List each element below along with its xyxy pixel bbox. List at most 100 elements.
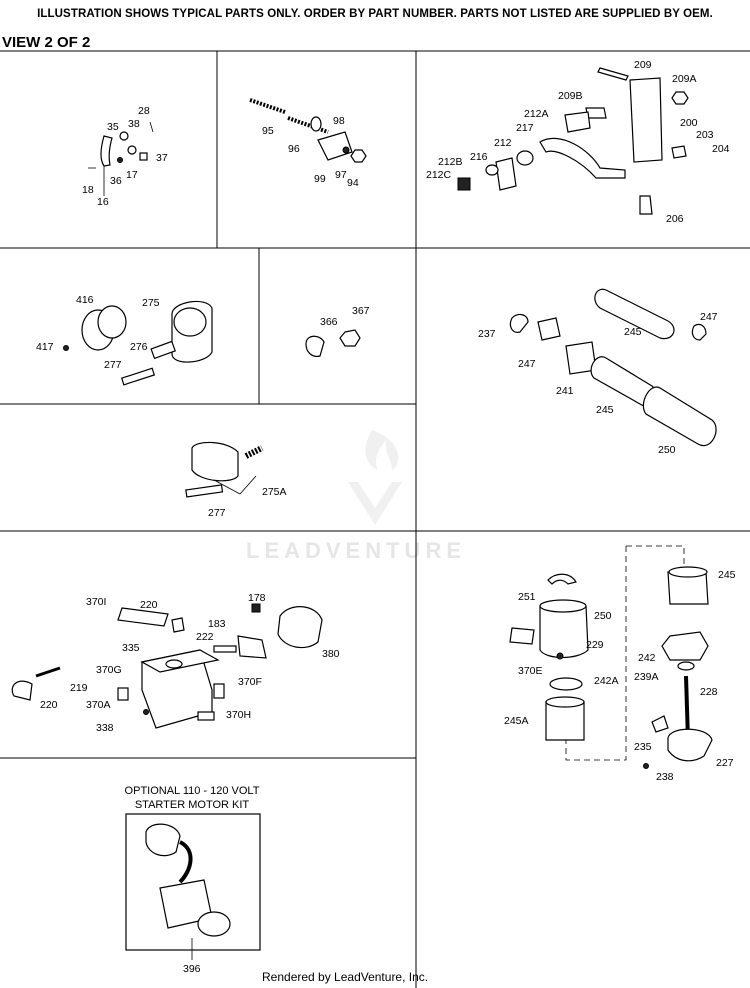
bracket-99 — [317, 131, 353, 161]
label-209a: 209A — [672, 73, 697, 85]
decal-370i — [117, 607, 169, 627]
label-217: 217 — [516, 122, 534, 134]
filter-top-245 — [594, 288, 675, 340]
label-276: 276 — [130, 341, 148, 353]
label-275a: 275A — [262, 486, 287, 498]
spring-95 — [249, 98, 286, 114]
label-229: 229 — [586, 639, 604, 651]
filter-bowl-250 — [539, 605, 589, 659]
label-370f: 370F — [238, 676, 262, 688]
label-335: 335 — [122, 642, 140, 654]
label-96: 96 — [288, 143, 300, 155]
label-203: 203 — [696, 129, 714, 141]
label-95: 95 — [262, 125, 274, 137]
carburetor-380 — [277, 606, 323, 649]
label-366: 366 — [320, 316, 338, 328]
label-370h: 370H — [226, 709, 251, 721]
panel-governor-parts: 28 35 38 37 17 36 18 16 — [82, 105, 168, 208]
label-242: 242 — [638, 652, 656, 664]
label-245-top: 245 — [624, 326, 642, 338]
label-247-top: 247 — [700, 311, 718, 323]
label-18: 18 — [82, 184, 94, 196]
label-416: 416 — [76, 294, 94, 306]
label-36: 36 — [110, 175, 122, 187]
label-370a: 370A — [86, 699, 111, 711]
label-338: 338 — [96, 722, 114, 734]
label-99: 99 — [314, 173, 326, 185]
clip-206 — [639, 195, 653, 215]
control-bracket-200 — [629, 77, 663, 163]
label-38: 38 — [128, 118, 140, 130]
label-277-guard: 277 — [208, 507, 226, 519]
footer-credit: Rendered by LeadVenture, Inc. — [262, 970, 429, 984]
governor-lever — [100, 135, 113, 167]
panel-carburetor-fuel-tank: 178 370I 220 183 222 380 335 370G 219 37… — [11, 592, 340, 734]
label-245: 245 — [596, 404, 614, 416]
view-label: VIEW 2 OF 2 — [2, 34, 91, 51]
spring-96 — [287, 116, 329, 134]
plate-242 — [661, 631, 709, 661]
label-370e: 370E — [518, 665, 543, 677]
label-275: 275 — [142, 297, 160, 309]
label-396: 396 — [183, 963, 201, 975]
panel-throttle-control: 209 209A 209B 212A 217 200 203 204 212 2… — [426, 59, 730, 225]
watermark: LEADVENTURE — [246, 538, 467, 563]
filter-element-245a — [545, 701, 585, 741]
label-367: 367 — [352, 305, 370, 317]
panel-air-filter: 247 245 237 247 241 245 250 — [478, 288, 718, 456]
fuel-cap-220 — [11, 680, 33, 701]
label-204: 204 — [712, 143, 730, 155]
filter-cover-250 — [642, 386, 717, 447]
header-note: ILLUSTRATION SHOWS TYPICAL PARTS ONLY. O… — [37, 8, 713, 20]
label-242a: 242A — [594, 675, 619, 687]
part-367 — [339, 329, 361, 347]
label-247: 247 — [518, 358, 536, 370]
spring-part — [119, 131, 129, 141]
base-227 — [667, 728, 713, 762]
label-212a: 212A — [524, 108, 549, 120]
panel-muffler: 416 275 417 276 277 — [36, 294, 213, 386]
label-370i: 370I — [86, 596, 106, 608]
watermark-logo — [348, 430, 402, 525]
muffler-guard-275a — [191, 441, 239, 482]
starter-switch — [145, 823, 181, 857]
panel-fuel-filter: 245 251 250 229 370E 242 239A 242A 228 2… — [504, 545, 736, 783]
label-37: 37 — [156, 152, 168, 164]
label-239a: 239A — [634, 671, 659, 683]
label-94: 94 — [347, 177, 359, 189]
label-200: 200 — [680, 117, 698, 129]
label-235: 235 — [634, 741, 652, 753]
label-417: 417 — [36, 341, 54, 353]
label-222: 222 — [196, 631, 214, 643]
starter-kit-title-2: STARTER MOTOR KIT — [135, 799, 250, 811]
label-212: 212 — [494, 137, 512, 149]
panel-grid — [0, 50, 750, 988]
label-220-bottom: 220 — [40, 699, 58, 711]
label-206: 206 — [666, 213, 684, 225]
label-97: 97 — [335, 169, 347, 181]
label-277: 277 — [104, 359, 122, 371]
label-183: 183 — [208, 618, 226, 630]
label-251: 251 — [518, 591, 536, 603]
label-245: 245 — [718, 569, 736, 581]
panel-starter-kit: OPTIONAL 110 - 120 VOLT STARTER MOTOR KI… — [125, 785, 261, 975]
label-17: 17 — [126, 169, 138, 181]
label-238: 238 — [656, 771, 674, 783]
label-35: 35 — [107, 121, 119, 133]
label-216: 216 — [470, 151, 488, 163]
label-212b: 212B — [438, 156, 463, 168]
label-227: 227 — [716, 757, 734, 769]
label-250: 250 — [658, 444, 676, 456]
label-370g: 370G — [96, 664, 122, 676]
label-28: 28 — [138, 105, 150, 117]
panel-choke-linkage: 95 98 96 99 97 94 — [249, 98, 367, 189]
panel-muffler-guard: 275A 277 — [185, 441, 287, 519]
label-209: 209 — [634, 59, 652, 71]
starter-kit-title-1: OPTIONAL 110 - 120 VOLT — [125, 785, 260, 797]
label-212c: 212C — [426, 169, 452, 181]
part-366 — [305, 335, 325, 357]
screw-209 — [597, 67, 629, 81]
label-380: 380 — [322, 648, 340, 660]
label-237: 237 — [478, 328, 496, 340]
panel-muffler-small: 366 367 — [305, 305, 370, 357]
